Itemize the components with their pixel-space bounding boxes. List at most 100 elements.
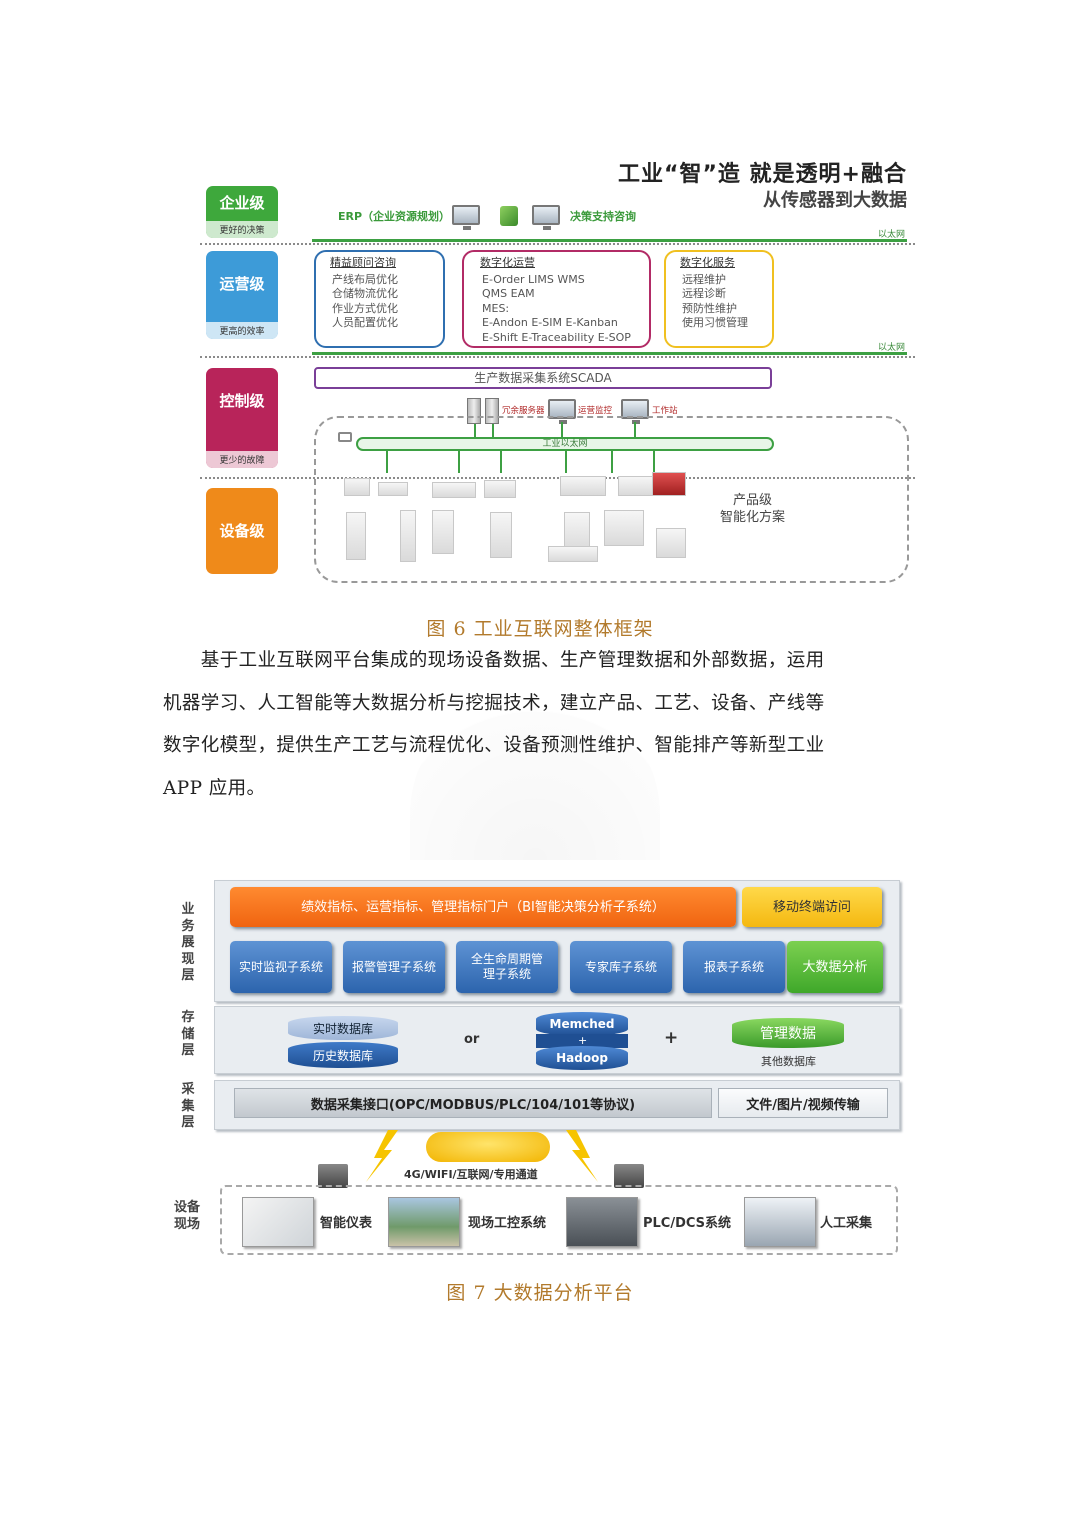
data-acquisition-interface: 数据采集接口(OPC/MODBUS/PLC/104/101等协议) [234, 1088, 712, 1118]
source-plc-dcs: PLC/DCS系统 [643, 1216, 732, 1231]
digital-operations-title: 数字化运营 [480, 256, 535, 269]
drive-device-icon [484, 480, 516, 498]
level-enterprise-sub: 更好的决策 [206, 221, 278, 238]
figure-6-caption: 图 6 工业互联网整体框架 [426, 618, 654, 640]
figure-7-caption: 图 7 大数据分析平台 [446, 1282, 634, 1304]
connector-line [458, 451, 460, 473]
paragraph-line: 数字化模型，提供生产工艺与流程优化、设备预测性维护、智能排产等新型工业 [163, 725, 919, 768]
figure-6-title-line2: 从传感器到大数据 [763, 190, 907, 211]
erp-monitor-icon [452, 205, 480, 230]
lean-line: 作业方式优化 [332, 301, 398, 315]
memched-hadoop-plus: + [578, 1034, 588, 1047]
other-database-label: 其他数据库 [761, 1055, 816, 1068]
lightning-bolt-icon [366, 1130, 398, 1182]
connector-line [561, 422, 563, 437]
management-data-cylinder: 管理数据 [732, 1018, 844, 1048]
paragraph-line: 机器学习、人工智能等大数据分析与挖掘技术，建立产品、工艺、设备、产线等 [163, 683, 919, 726]
level-control-sub: 更少的故障 [206, 451, 278, 468]
connector-line [474, 424, 476, 437]
manual-collection-image [744, 1197, 816, 1247]
connector-line [500, 451, 502, 473]
industrial-site-image [388, 1197, 460, 1247]
figure-7-big-data-platform: 业务展现层 存储层 采集层 设备现场 绩效指标、运营指标、管理指标门户（BI智能… [174, 878, 904, 1263]
controller-device-icon [432, 482, 476, 498]
connector-line [611, 451, 613, 473]
lightning-bolt-icon [566, 1130, 598, 1182]
ops-line: MES: [482, 301, 510, 315]
hadoop-cylinder: Hadoop [536, 1046, 628, 1070]
digital-operations-box: 数字化运营 E-Order LIMS WMS QMS EAM MES: E-An… [462, 250, 651, 348]
ops-line: QMS EAM [482, 287, 535, 300]
lean-line: 产线布局优化 [332, 272, 398, 286]
digital-services-box: 数字化服务 远程维护 远程诊断 预防性维护 使用习惯管理 [664, 250, 774, 348]
plc-rack-icon [560, 476, 606, 496]
paragraph-line: 基于工业互联网平台集成的现场设备数据、生产管理数据和外部数据，运用 [163, 650, 825, 671]
mobile-access-button: 移动终端访问 [742, 887, 882, 927]
smart-meter-image [242, 1197, 314, 1247]
wifi-icon [338, 432, 352, 442]
layer-label-storage: 存储层 [181, 1010, 195, 1058]
lean-line: 人员配置优化 [332, 316, 398, 329]
level-operations: 运营级 更高的效率 [206, 251, 278, 339]
realtime-database-cylinder: 实时数据库 [288, 1016, 398, 1040]
file-transfer-interface: 文件/图片/视频传输 [718, 1088, 888, 1118]
level-operations-name: 运营级 [219, 275, 265, 293]
database-cube-icon [500, 206, 518, 226]
svc-line: 预防性维护 [682, 301, 737, 315]
subsystem-lifecycle-management: 全生命周期管理子系统 [456, 941, 558, 993]
connector-line [653, 451, 655, 473]
field-device-icon [400, 510, 416, 562]
level-device-name: 设备级 [219, 522, 265, 540]
workstation-icon [621, 399, 649, 424]
paragraph-line: APP 应用。 [163, 777, 266, 799]
connector-line [492, 424, 494, 437]
cloud-icon [426, 1132, 550, 1162]
subsystem-expert-library: 专家库子系统 [570, 941, 672, 993]
industrial-ethernet-bar: 工业以太网 [356, 437, 774, 451]
ops-line: E-Order LIMS WMS [482, 272, 585, 286]
ethernet-label: 以太网 [877, 230, 905, 240]
body-paragraph: 基于工业互联网平台集成的现场设备数据、生产管理数据和外部数据，运用 机器学习、人… [163, 640, 919, 810]
subsystem-big-data-analysis: 大数据分析 [787, 941, 883, 993]
plc-dcs-image [566, 1197, 638, 1247]
workstation-label: 工作站 [652, 406, 678, 416]
decision-monitor-icon [532, 205, 560, 230]
memched-cylinder: Memched [536, 1012, 628, 1036]
level-device: 设备级 [206, 488, 278, 574]
layer-label-field: 设备现场 [173, 1200, 200, 1232]
channel-label: 4G/WIFI/互联网/专用通道 [404, 1168, 538, 1181]
lean-line: 仓储物流优化 [332, 287, 398, 300]
field-device-icon [490, 512, 512, 558]
level-control: 控制级 更少的故障 [206, 368, 278, 468]
source-smart-meter: 智能仪表 [320, 1216, 373, 1231]
svc-line: 远程维护 [682, 272, 726, 286]
cylinder-middle [536, 1034, 628, 1048]
ethernet-line [312, 239, 907, 242]
erp-label: ERP（企业资源规划） [338, 210, 451, 223]
subsystem-alarm-management: 报警管理子系统 [343, 941, 445, 993]
digital-services-title: 数字化服务 [680, 256, 735, 269]
layer-label-business: 业务展现层 [181, 902, 195, 983]
subsystem-reports: 报表子系统 [683, 941, 785, 993]
divider [200, 356, 915, 358]
level-enterprise-name: 企业级 [219, 194, 265, 212]
decision-support-label: 决策支持咨询 [570, 210, 636, 223]
level-operations-sub: 更高的效率 [206, 322, 278, 339]
svc-line: 使用习惯管理 [682, 316, 748, 329]
connector-line [565, 451, 567, 473]
ops-line: E-Andon E-SIM E-Kanban [482, 316, 618, 329]
lean-consulting-box: 精益顾问咨询 产线布局优化 仓储物流优化 作业方式优化 人员配置优化 [314, 250, 445, 348]
redundant-server-label: 冗余服务器 [502, 406, 545, 416]
subsystem-realtime-monitor: 实时监视子系统 [230, 941, 332, 993]
connector-line [634, 422, 636, 437]
ops-line: E-Shift E-Traceability E-SOP [482, 330, 631, 344]
field-device-icon [564, 512, 590, 552]
product-level-label: 产品级 智能化方案 [720, 492, 785, 526]
divider [200, 477, 915, 479]
product-level-line1: 产品级 [733, 493, 773, 508]
divider [200, 243, 915, 245]
lightning-bolts [366, 1130, 598, 1182]
field-device-icon [656, 528, 686, 558]
level-enterprise: 企业级 更好的决策 [206, 186, 278, 238]
field-device-icon [548, 546, 598, 562]
